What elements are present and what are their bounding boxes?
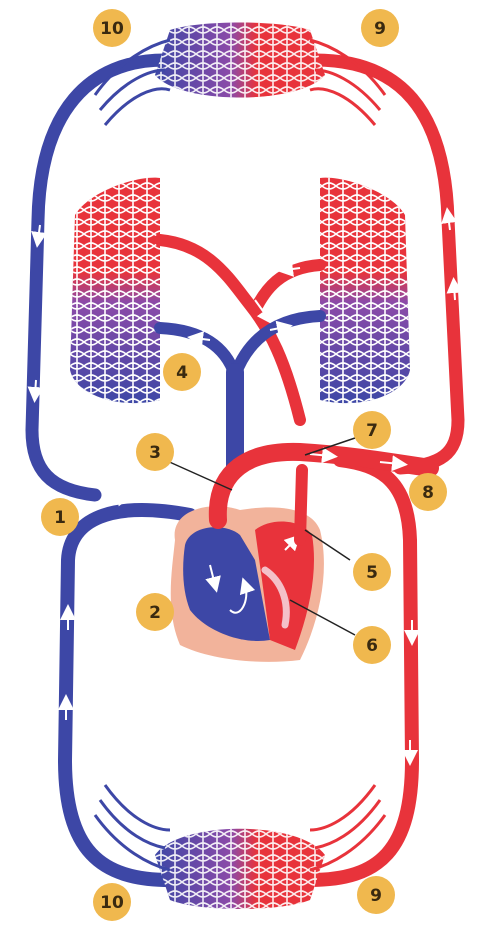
- svg-text:4: 4: [176, 363, 188, 383]
- badge-7: 7: [353, 411, 391, 449]
- badge-2: 2: [136, 593, 174, 631]
- svg-text:6: 6: [366, 636, 378, 656]
- lower-capillary-bed: [95, 785, 385, 909]
- badge-top-left: 10: [93, 9, 131, 47]
- upper-capillary-bed: [95, 23, 385, 126]
- svg-text:3: 3: [149, 443, 161, 463]
- inferior-vena-cava: [65, 510, 190, 880]
- badge-bottom-left: 10: [93, 883, 131, 921]
- right-lung: [320, 178, 410, 404]
- badge-6: 6: [353, 626, 391, 664]
- badge-8: 8: [409, 473, 447, 511]
- badge-bottom-right: 9: [357, 876, 395, 914]
- svg-text:10: 10: [100, 893, 124, 913]
- svg-text:1: 1: [54, 508, 66, 528]
- badge-1: 1: [41, 498, 79, 536]
- descending-aorta: [310, 460, 412, 880]
- svg-text:10: 10: [100, 19, 124, 39]
- svg-text:8: 8: [422, 483, 434, 503]
- badge-5: 5: [353, 553, 391, 591]
- svg-text:5: 5: [366, 563, 378, 583]
- badge-4: 4: [163, 353, 201, 391]
- badge-3: 3: [136, 433, 174, 471]
- svg-text:2: 2: [149, 603, 161, 623]
- svg-text:7: 7: [366, 421, 378, 441]
- badge-top-right: 9: [361, 9, 399, 47]
- svg-text:9: 9: [370, 886, 382, 906]
- svg-text:9: 9: [374, 19, 386, 39]
- left-lung: [70, 178, 160, 404]
